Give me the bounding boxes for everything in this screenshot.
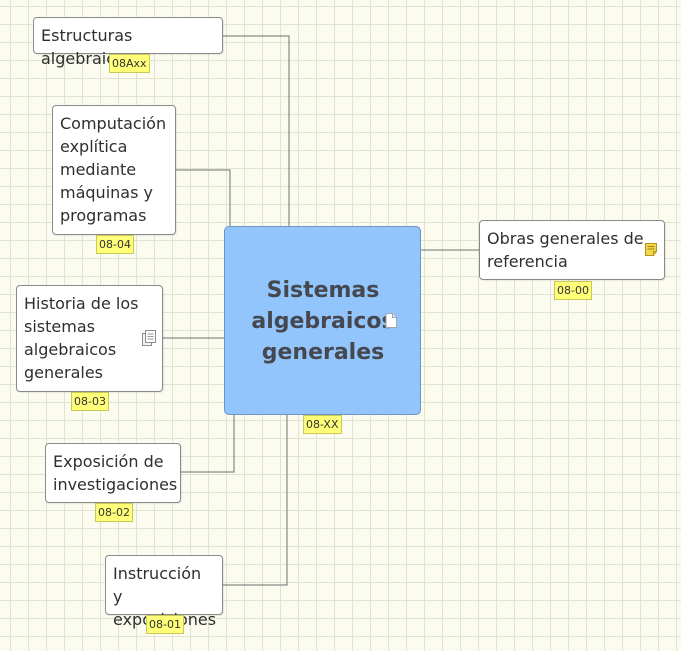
topic-label: Historia de los <box>24 294 139 313</box>
topic-tag: 08-02 <box>95 503 133 522</box>
central-topic-tag: 08-XX <box>303 415 342 434</box>
topic-label: Computación <box>60 114 167 133</box>
topic-tag: 08-04 <box>96 235 134 254</box>
topic-instruccion[interactable]: Instrucción y exposiciones <box>105 555 223 629</box>
central-title-line: algebraicos <box>251 309 395 334</box>
topic-label: mediante <box>60 160 137 179</box>
topic-label: algebraicos <box>24 340 117 359</box>
topic-estructuras-algebraicas[interactable]: Estructuras algebraicas <box>33 17 223 68</box>
topic-computacion-explitica[interactable]: Computación explítica mediante máquinas … <box>52 105 176 235</box>
topic-label: investigaciones <box>53 475 178 494</box>
topic-tag: 08-01 <box>146 615 184 634</box>
topic-label: explítica <box>60 137 128 156</box>
notes-icon[interactable] <box>142 330 156 346</box>
central-title-line: generales <box>261 340 385 365</box>
topic-label: referencia <box>487 252 568 271</box>
topic-label: sistemas <box>24 317 95 336</box>
sticky-note-icon[interactable] <box>645 243 657 256</box>
central-title-line: Sistemas <box>266 278 380 303</box>
connector-exposicion <box>181 415 235 473</box>
topic-label: generales <box>24 363 103 382</box>
topic-label: máquinas y <box>60 183 153 202</box>
connector-estructuras <box>223 35 290 226</box>
topic-exposicion[interactable]: Exposición de investigaciones <box>45 443 181 503</box>
topic-tag: 08-00 <box>554 281 592 300</box>
topic-label: Obras generales de <box>487 229 644 248</box>
topic-tag: 08-03 <box>71 392 109 411</box>
central-topic[interactable]: Sistemas algebraicos generales <box>224 226 421 415</box>
topic-historia[interactable]: Historia de los sistemas algebraicos gen… <box>16 285 163 392</box>
topic-label: Instrucción y <box>113 564 202 606</box>
connector-computacion <box>176 169 231 226</box>
connector-instruccion <box>223 415 288 586</box>
topic-tag: 08Axx <box>109 54 150 73</box>
topic-obras-generales[interactable]: Obras generales de referencia <box>479 220 665 280</box>
topic-label: programas <box>60 206 147 225</box>
document-icon[interactable] <box>385 313 397 328</box>
topic-label: Exposición de <box>53 452 164 471</box>
central-topic-title: Sistemas algebraicos generales <box>237 275 409 368</box>
